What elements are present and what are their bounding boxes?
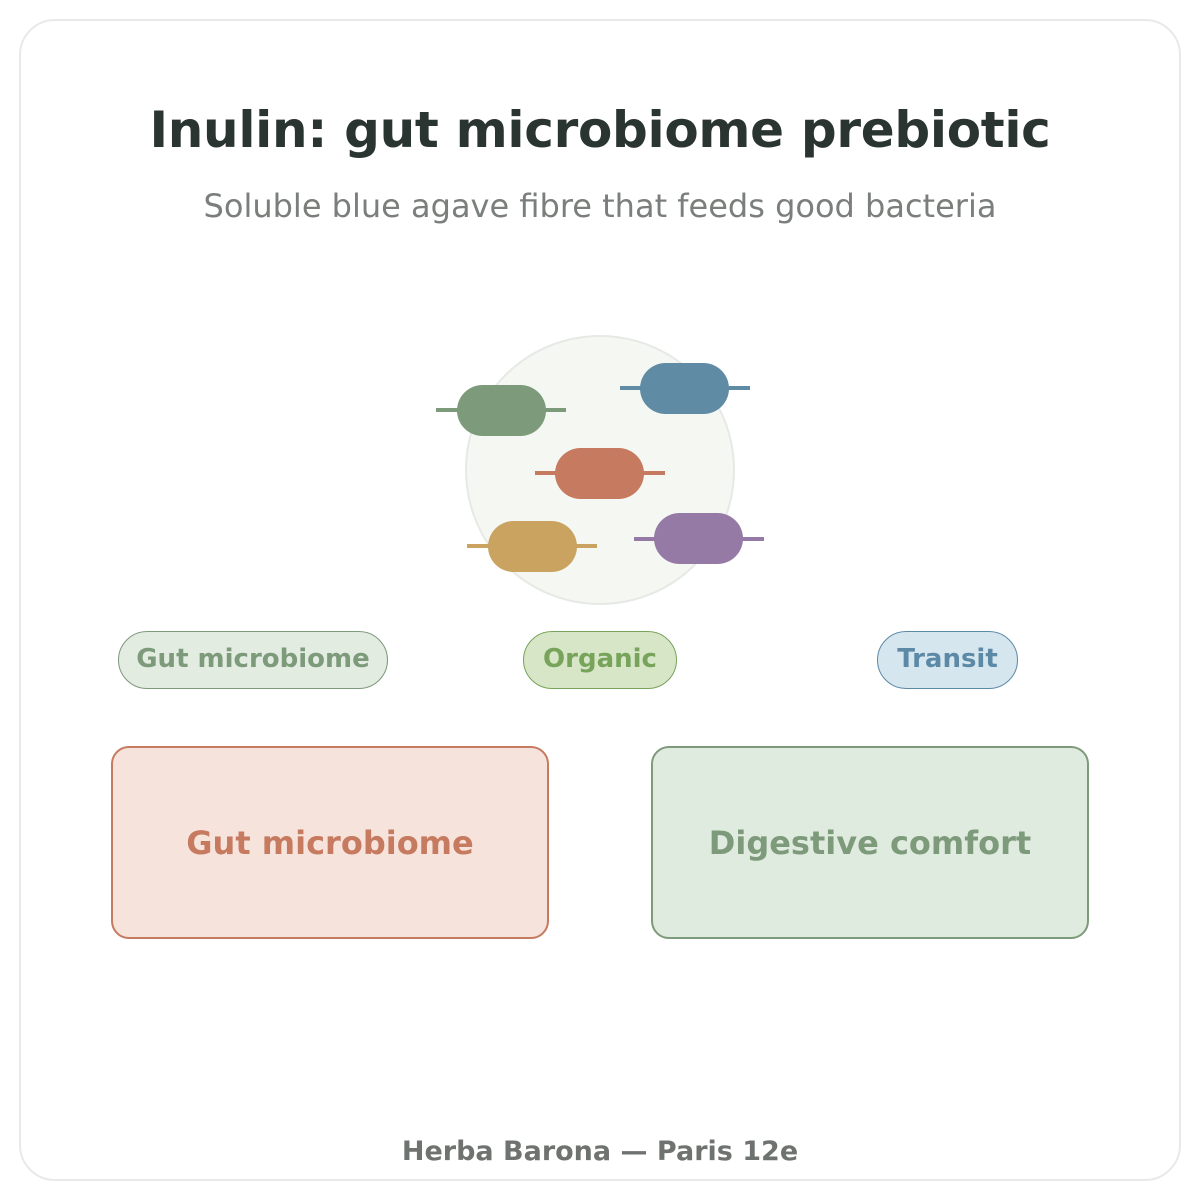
bacterium-terracotta-icon — [535, 448, 665, 499]
bacterium-blue-icon — [620, 363, 750, 414]
tag-organic: Organic — [523, 631, 677, 689]
tag-transit: Transit — [877, 631, 1018, 689]
bacterium-green-icon — [436, 385, 566, 436]
bacterium-purple-icon — [634, 513, 764, 564]
tag-gut-microbiome: Gut microbiome — [118, 631, 388, 689]
benefit-digestive-comfort: Digestive comfort — [651, 746, 1089, 939]
benefit-label: Digestive comfort — [708, 823, 1032, 862]
page-title: Inulin: gut microbiome prebiotic — [149, 101, 1051, 159]
benefit-label: Gut microbiome — [186, 823, 474, 862]
footer-brand: Herba Barona — Paris 12e — [401, 1136, 799, 1167]
page-subtitle: Soluble blue agave fibre that feeds good… — [203, 187, 997, 225]
benefit-gut-microbiome: Gut microbiome — [111, 746, 549, 939]
bacterium-ochre-icon — [467, 521, 597, 572]
